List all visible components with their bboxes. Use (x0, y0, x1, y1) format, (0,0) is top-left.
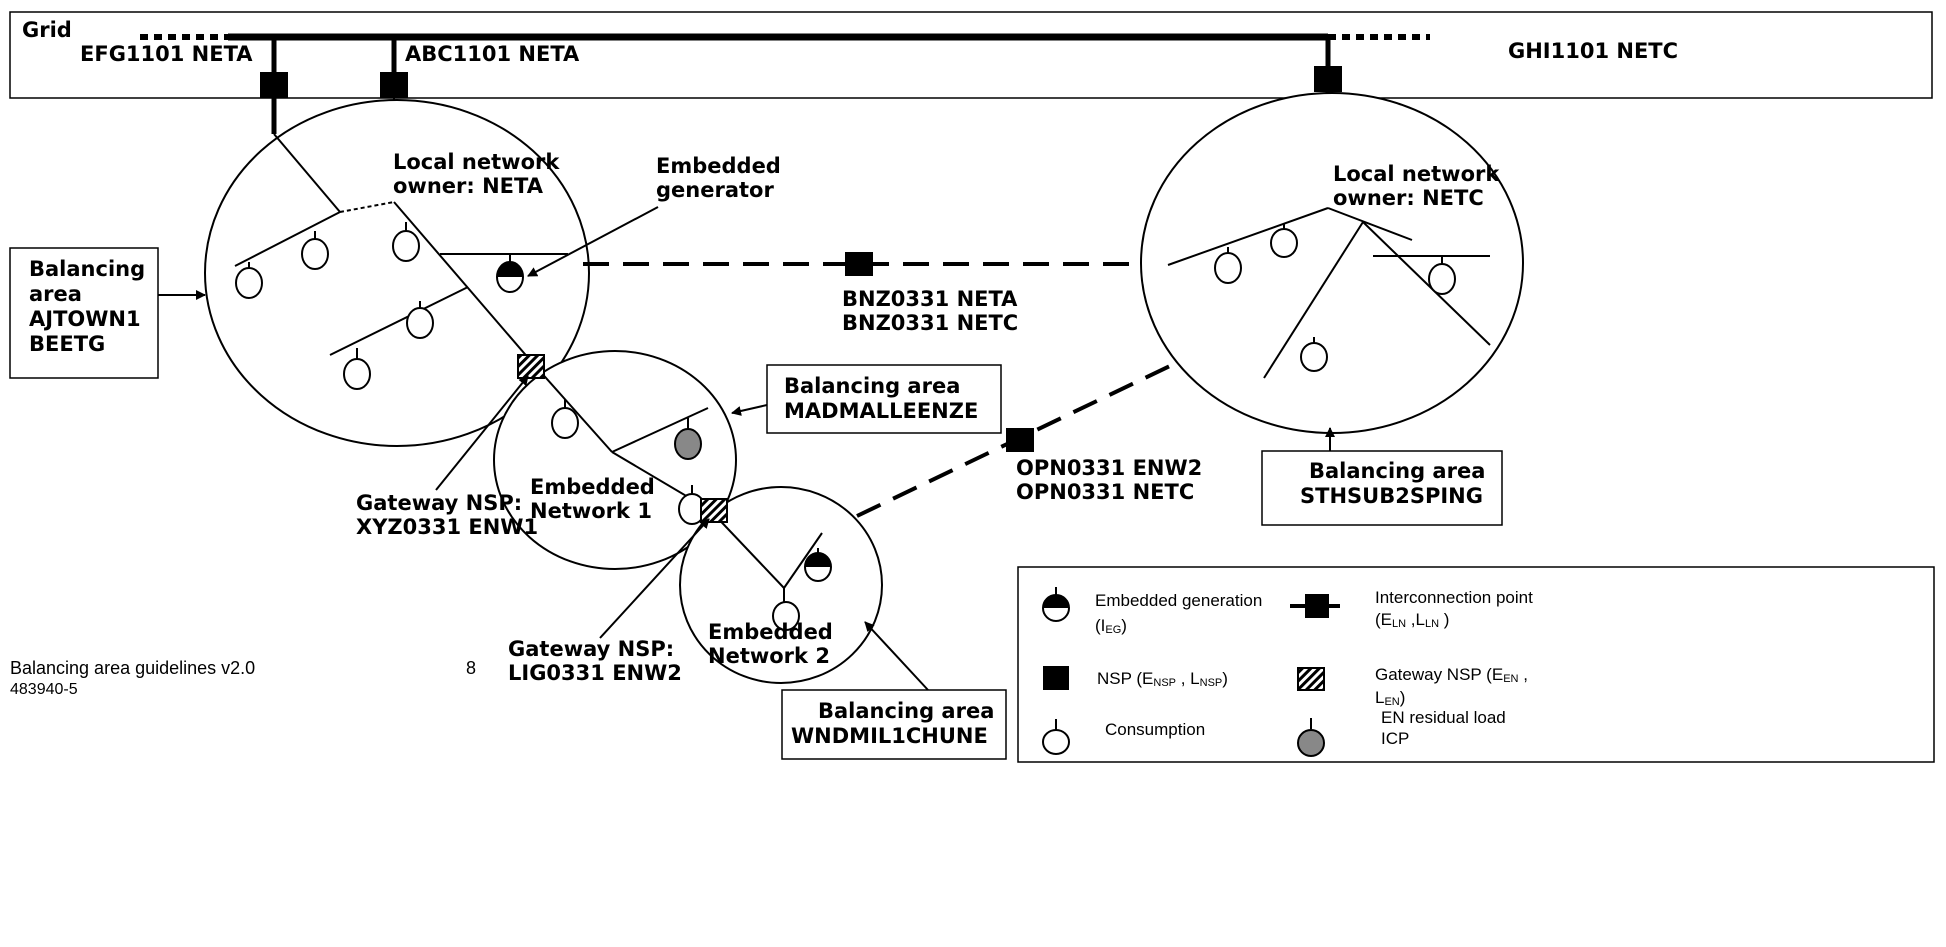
consumption-icon (1428, 263, 1456, 295)
consumption-icon (406, 307, 434, 339)
svg-text:(IEG): (IEG) (1095, 616, 1127, 636)
netc-line (1167, 207, 1329, 266)
balancing-area-madmal-box (766, 364, 1002, 434)
neta-line (273, 133, 341, 213)
legend-interconnection-point: Interconnection point (1375, 588, 1533, 607)
gateway-lig-label: Gateway NSP: LIG0331 ENW2 (508, 637, 682, 685)
gateway-nsp-xyz (517, 354, 545, 379)
grid-banner (9, 11, 1933, 99)
svg-text:LEN): LEN) (1375, 688, 1405, 708)
legend-nsp: NSP (ENSP , LNSP) (1097, 669, 1228, 689)
consumption-icon (1214, 252, 1242, 284)
nsp-efg (260, 72, 288, 98)
balancing-area-sthsub-box (1261, 450, 1503, 526)
legend-nsp-icon (1043, 666, 1069, 690)
en2-label: Embedded Network 2 (708, 620, 840, 668)
legend-interconnection-icon (1305, 594, 1329, 618)
legend-consumption-icon (1042, 729, 1070, 755)
en1-line (611, 407, 709, 453)
embedded-generation-fill (805, 553, 831, 567)
consumption-icon (301, 238, 329, 270)
interconnection-opn (1006, 428, 1034, 452)
legend-residual-icon (1297, 729, 1325, 757)
consumption-icon (235, 267, 263, 299)
consumption-icon (392, 230, 420, 262)
grid-point-abc: ABC1101 NETA (405, 42, 580, 66)
gateway-nsp-lig (700, 498, 728, 523)
embedded-generator-arrow (527, 206, 659, 277)
balancing-area-ajtown: Balancing area AJTOWN1 BEETG (29, 257, 152, 356)
embedded-generation-fill (497, 262, 523, 277)
neta-dashed-link (339, 201, 395, 213)
balancing-area-wndmil: Balancing area WNDMIL1CHUNE (791, 699, 1002, 748)
bnz-label: BNZ0331 NETA BNZ0331 NETC (842, 287, 1025, 335)
footer-doc: Balancing area guidelines v2.0 (10, 658, 255, 678)
embedded-generator-label: Embedded generator (656, 154, 788, 202)
gateway-xyz-arrow (435, 375, 529, 491)
grid-point-efg: EFG1101 NETA (80, 42, 253, 66)
consumption-icon (551, 407, 579, 439)
network-neta-label: Local network owner: NETA (393, 150, 567, 198)
en2-line (783, 532, 823, 589)
balancing-area-wndmil-arrow (864, 621, 929, 691)
netc-line (1263, 221, 1364, 379)
network-neta (204, 99, 590, 447)
network-netc-label: Local network owner: NETC (1333, 162, 1507, 210)
neta-line (234, 211, 341, 267)
legend-box (1017, 566, 1935, 763)
legend-en-residual: EN residual load (1381, 708, 1506, 727)
footer-page: 8 (466, 658, 476, 678)
svg-text:(ELN ,LLN ): (ELN ,LLN ) (1375, 610, 1449, 630)
opn-label: OPN0331 ENW2 OPN0331 NETC (1016, 456, 1210, 504)
balancing-area-wndmil-box (781, 689, 1007, 760)
gateway-xyz-label: Gateway NSP: XYZ0331 ENW1 (356, 491, 538, 539)
legend-consumption: Consumption (1105, 720, 1205, 739)
nsp-ghi (1314, 66, 1342, 92)
neta-line (393, 201, 531, 361)
legend-gateway-nsp-icon (1297, 667, 1325, 691)
consumption-icon (772, 601, 800, 631)
netc-line (1362, 221, 1491, 346)
interconnection-bnz (845, 252, 873, 276)
balancing-area-madmal-arrow (731, 404, 768, 416)
residual-load-icon (674, 428, 702, 460)
balancing-area-madmal: Balancing area MADMALLEENZE (784, 374, 978, 423)
network-en1 (493, 350, 737, 570)
legend-icp: ICP (1381, 729, 1409, 748)
balancing-area-sthsub: Balancing area STHSUB2SPING (1300, 459, 1493, 508)
grid-title: Grid (22, 18, 72, 42)
consumption-icon (343, 358, 371, 390)
consumption-icon (1300, 342, 1328, 372)
nsp-abc (380, 72, 408, 98)
gateway-lig-arrow (599, 518, 710, 639)
balancing-area-ajtown-box (9, 247, 159, 379)
netc-line (1327, 207, 1413, 241)
legend-gateway-nsp: Gateway NSP (EEN , (1375, 665, 1528, 685)
neta-line (329, 286, 469, 356)
consumption-icon (1270, 228, 1298, 258)
legend-embedded-generation: Embedded generation (1095, 591, 1262, 610)
footer-ref: 483940-5 (10, 681, 78, 698)
en1-label: Embedded Network 1 (530, 475, 662, 523)
network-netc (1140, 92, 1524, 434)
grid-point-ghi: GHI1101 NETC (1508, 39, 1678, 63)
